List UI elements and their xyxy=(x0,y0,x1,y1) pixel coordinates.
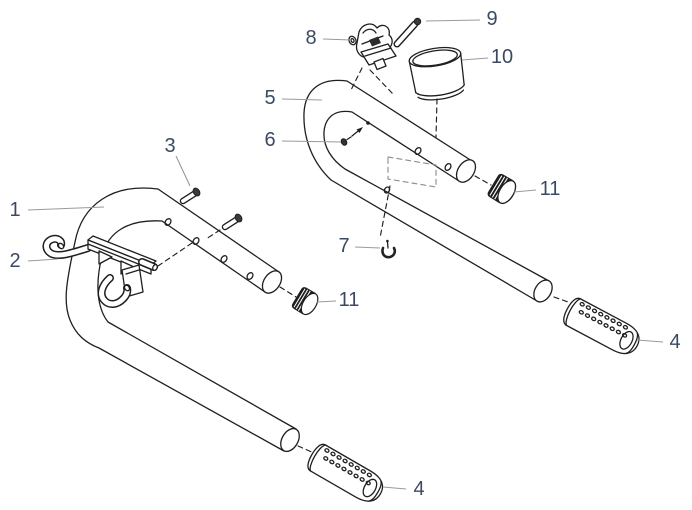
callout-leader-9 xyxy=(425,19,481,22)
assembly-dash-line xyxy=(157,242,193,267)
callout-leader-8 xyxy=(322,38,352,41)
grip-bottom xyxy=(303,440,389,508)
callout-label-4: 4 xyxy=(413,478,424,500)
callout-label-2: 2 xyxy=(9,250,20,272)
callout-leader-11 xyxy=(513,189,537,193)
callout-leader-6 xyxy=(281,140,342,143)
arrow-head xyxy=(356,127,363,133)
handle-weldment-left xyxy=(65,187,300,453)
screw-3a xyxy=(179,187,201,205)
callout-label-4: 4 xyxy=(669,331,680,353)
callout-label-7: 7 xyxy=(338,235,349,257)
cup xyxy=(408,46,465,138)
callout-leader-5 xyxy=(281,98,323,101)
assembly-dash-line xyxy=(205,229,221,240)
screw-7 xyxy=(381,239,397,259)
callout-leader-7 xyxy=(354,246,381,249)
grip-right xyxy=(559,294,645,360)
screw-3b xyxy=(205,213,243,240)
callout-leader-4 xyxy=(636,339,664,343)
callout-label-11: 11 xyxy=(540,178,561,200)
tube-open-end xyxy=(533,279,553,303)
callout-label-9: 9 xyxy=(486,8,497,30)
assembly-dash-line xyxy=(350,67,363,91)
tube-open-end xyxy=(455,159,477,183)
callout-leader-2 xyxy=(27,258,59,262)
callout-label-10: 10 xyxy=(491,46,513,68)
handle-weldment-right xyxy=(303,79,553,303)
callout-leader-10 xyxy=(461,57,489,61)
hook-bracket xyxy=(42,234,193,308)
callout-label-3: 3 xyxy=(164,135,175,157)
assembly-dash-line xyxy=(279,286,297,298)
callout-leader-1 xyxy=(27,206,105,211)
callout-leader-11 xyxy=(316,300,337,303)
callout-label-5: 5 xyxy=(264,87,275,109)
end-cap-lower xyxy=(290,285,322,319)
callout-leader-3 xyxy=(175,155,191,187)
tube-open-end xyxy=(280,427,300,453)
assembly-dash-line xyxy=(379,185,391,239)
screw-6 xyxy=(340,127,363,146)
callout-label-1: 1 xyxy=(9,199,20,221)
clamp xyxy=(348,23,397,95)
end-cap-upper xyxy=(486,172,521,208)
callout-label-6: 6 xyxy=(264,129,275,151)
rivet-dot xyxy=(366,121,370,125)
callouts: 1 2 3 4 4 5 6 7 8 9 10 11 11 xyxy=(9,8,680,500)
mounting-holes xyxy=(164,218,254,280)
pin xyxy=(393,17,422,48)
assembly-dash-line xyxy=(369,69,394,95)
assembly-dash-line xyxy=(435,98,438,138)
assembly-dash-line xyxy=(474,175,492,186)
callout-label-11: 11 xyxy=(339,289,360,311)
mount-plate-outline xyxy=(387,156,437,188)
tube-open-end xyxy=(261,270,283,294)
callout-label-8: 8 xyxy=(305,27,316,49)
assembly-dash-line xyxy=(297,445,315,454)
callout-leader-4 xyxy=(382,486,407,490)
assembly-dash-line xyxy=(553,296,572,304)
